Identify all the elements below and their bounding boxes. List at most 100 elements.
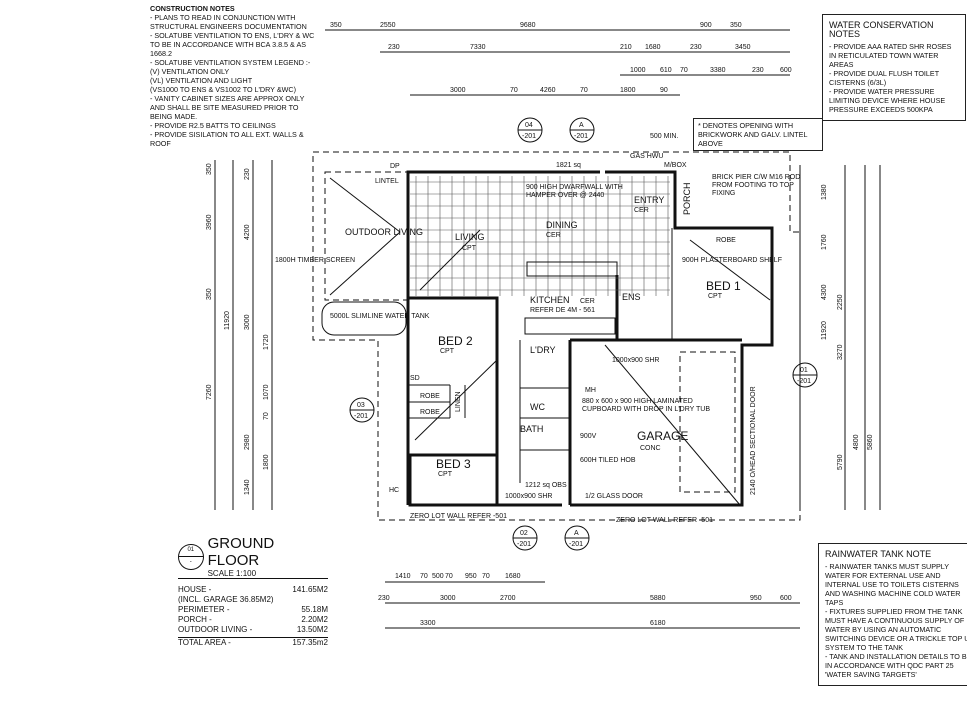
dimension-label: 70 — [510, 87, 518, 94]
dimension-label: 70 — [580, 87, 588, 94]
note-item: - PLANS TO READ IN CONJUNCTION WITH STRU… — [150, 13, 307, 31]
room-kitchen: KITCHEN — [530, 295, 570, 305]
floor-finish: CONC — [640, 445, 661, 452]
floor-finish: CPT — [708, 293, 723, 300]
dimension-label: 350 — [206, 288, 213, 300]
dimension-label: 600 — [780, 595, 792, 602]
dimension-label: 9680 — [520, 22, 536, 29]
room-bath: BATH — [520, 424, 543, 434]
floor-finish: CER — [546, 232, 561, 239]
note-item: - VANITY CABINET SIZES ARE APPROX ONLY A… — [150, 94, 305, 121]
area-value: 13.50m2 — [296, 625, 328, 634]
section-marker-01[interactable]: 01-201 — [792, 362, 818, 388]
dimension-label: 1000 — [630, 67, 646, 74]
marker-ref: -201 — [797, 378, 811, 385]
area-row: (incl. GARAGE 36.85m2) — [178, 595, 328, 605]
marker-id: A — [574, 530, 579, 537]
area-row: HOUSE -141.65m2 — [178, 585, 328, 595]
marker-id: 03 — [357, 402, 365, 409]
dimension-label: 2250 — [837, 294, 844, 310]
marker-id: 02 — [520, 530, 528, 537]
dimension-label: 11920 — [224, 311, 231, 330]
opening-note: * DENOTES OPENING WITH BRICKWORK AND GAL… — [693, 118, 823, 151]
dimension-label: 600 — [780, 67, 792, 74]
sliding-door-label: SD — [410, 375, 420, 382]
marker-ref: -201 — [517, 541, 531, 548]
zero-lot-note: ZERO LOT WALL REFER -501 — [410, 513, 507, 520]
marker-ref: -201 — [522, 133, 536, 140]
room-ensuite: ENS — [622, 292, 641, 302]
dimension-label: 3270 — [837, 344, 844, 360]
note-item: - PROVIDE R2.5 BATTS TO CEILINGS — [150, 121, 276, 130]
door-note: 1/2 GLASS DOOR — [585, 493, 643, 500]
screen-note: 1800H TIMBER SCREEN — [275, 257, 355, 264]
wall-bed2 — [408, 296, 499, 505]
water-conservation-notes: WATER CONSERVATION NOTES - PROVIDE AAA R… — [822, 14, 966, 121]
dimension-label: 1760 — [821, 234, 828, 250]
gas-hwu-label: GAS HWU — [630, 153, 663, 160]
dimension-label: 230 — [690, 44, 702, 51]
brick-pier-note: BRICK PIER C/W M16 ROD FROM FOOTING TO T… — [712, 174, 801, 197]
note-item: - RAINWATER TANKS MUST SUPPLY WATER FOR … — [825, 562, 961, 607]
room-bed-1: BED 1 — [706, 279, 741, 293]
area-label: HOUSE - — [178, 585, 212, 594]
hob-note: 600H TILED HOB — [580, 457, 636, 464]
rainwater-tank-notes: RAINWATER TANK NOTE - RAINWATER TANKS MU… — [818, 543, 967, 686]
car-space — [679, 351, 736, 493]
dimension-label: 1680 — [645, 44, 661, 51]
area-row: PORCH -2.20m2 — [178, 615, 328, 625]
construction-notes: CONSTRUCTION NOTES - PLANS TO READ IN CO… — [150, 4, 320, 148]
note-item: - SOLATUBE VENTILATION TO ENS, L'DRY & W… — [150, 31, 315, 58]
section-marker-02[interactable]: 02 -201 — [512, 525, 538, 551]
dimension-label: 1070 — [263, 384, 270, 400]
section-marker-04[interactable]: 04-201 — [517, 117, 543, 143]
shower-note: 1000x900 SHR — [505, 493, 552, 500]
dimension-label: 7260 — [206, 384, 213, 400]
room-garage: GARAGE — [637, 429, 688, 443]
area-label: OUTDOOR LIVING - — [178, 625, 253, 634]
water-notes-title: WATER CONSERVATION NOTES — [829, 20, 934, 39]
title-marker-sheet: - — [189, 558, 192, 565]
dimension-label: 230 — [752, 67, 764, 74]
room-bed-3: BED 3 — [436, 457, 471, 471]
room-entry: ENTRY — [634, 195, 664, 205]
shower-note: 1000x900 SHR — [612, 357, 659, 364]
dimension-label: 950 — [465, 573, 477, 580]
area-label: (incl. GARAGE 36.85m2) — [178, 595, 274, 604]
dimension-label: 3960 — [206, 214, 213, 230]
section-marker-03[interactable]: 03-201 — [349, 397, 375, 423]
dimension-label: 3450 — [735, 44, 751, 51]
sectional-door-note: 2140 O/HEAD SECTIONAL DOOR — [750, 386, 757, 495]
dimension-label: 70 — [263, 412, 270, 420]
note-item: (VS1000 TO ENS & VS1002 TO L'DRY &WC) — [150, 85, 296, 94]
dimension-label: 70 — [445, 573, 453, 580]
vanity-note: 900V — [580, 433, 597, 440]
dimension-label: 2550 — [380, 22, 396, 29]
note-item: (V) VENTILATION ONLY — [150, 67, 230, 76]
drawing-scale: SCALE 1:100 — [207, 569, 257, 578]
section-marker-a-bottom[interactable]: A-201 — [564, 525, 590, 551]
floor-finish: CPT — [438, 471, 453, 478]
dimension-label: 11920 — [821, 321, 828, 340]
dimension-label: 4800 — [853, 434, 860, 450]
robe-label: ROBE — [420, 409, 440, 416]
dimension-label: 350 — [206, 163, 213, 175]
dimension-label: 1380 — [821, 184, 828, 200]
title-block: 01- GROUND FLOOR SCALE 1:100 HOUSE -141.… — [178, 535, 328, 647]
fridge-note: REFER DE 4M - 561 — [530, 307, 595, 314]
dimension-label: 70 — [680, 67, 688, 74]
section-marker-a-top[interactable]: A-201 — [569, 117, 595, 143]
dimension-label: 3000 — [244, 314, 251, 330]
total-label: TOTAL AREA - — [178, 638, 231, 647]
lintel-label: LINTEL — [375, 178, 399, 185]
dimension-label: 70 — [420, 573, 428, 580]
dimension-label: 4300 — [821, 284, 828, 300]
dimension-label: 1340 — [244, 479, 251, 495]
dimension-label: 5790 — [837, 454, 844, 470]
water-tank — [321, 301, 407, 336]
room-dining: DINING — [546, 220, 578, 230]
note-item: - SOLATUBE VENTILATION SYSTEM LEGEND :- — [150, 58, 311, 67]
floor-finish: CPT — [462, 245, 477, 252]
title-marker: 01- — [178, 543, 204, 570]
room-laundry: L'DRY — [530, 345, 556, 355]
